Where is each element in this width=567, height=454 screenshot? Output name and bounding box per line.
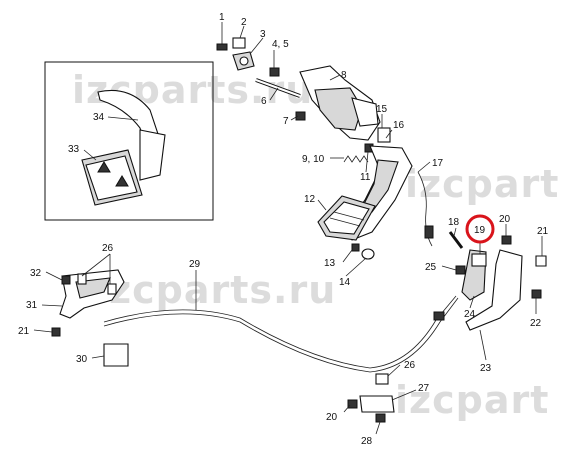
callout-16: 16 [393, 120, 405, 131]
callout-29: 29 [189, 259, 201, 270]
bolt-32 [61, 275, 71, 285]
callout-7: 7 [283, 116, 289, 127]
callout-17: 17 [432, 158, 444, 169]
callout-8: 8 [341, 70, 347, 81]
callout-26-left: 26 [102, 243, 114, 254]
callout-9-10: 9, 10 [302, 154, 325, 165]
bushing-7 [295, 111, 306, 121]
callout-18: 18 [448, 217, 460, 228]
callout-30: 30 [76, 354, 88, 365]
callout-4-5: 4, 5 [272, 39, 289, 50]
clips-26-left [77, 273, 117, 295]
callout-19: 19 [474, 225, 486, 236]
clamp-26-bottom [375, 373, 389, 385]
nut-28 [375, 413, 386, 423]
nut-4-5 [269, 67, 280, 77]
leader-lines [33, 22, 543, 435]
callout-33: 33 [68, 144, 80, 155]
bracket-23 [465, 249, 523, 331]
bolt-1 [216, 30, 228, 51]
callout-1: 1 [219, 12, 225, 23]
callout-21-left: 21 [18, 326, 30, 337]
pedal-pad-12 [317, 195, 376, 241]
pedal-bracket [299, 65, 381, 141]
clip-13-14 [351, 243, 375, 260]
inset-frame [44, 61, 214, 221]
cable-17 [417, 171, 434, 247]
callout-25: 25 [425, 262, 437, 273]
return-spring-9-10 [343, 155, 369, 163]
callout-23: 23 [480, 363, 492, 374]
callout-15: 15 [376, 104, 388, 115]
callout-6: 6 [261, 96, 267, 107]
nut-20-right [501, 235, 512, 245]
callout-31: 31 [26, 300, 38, 311]
callout-28: 28 [361, 436, 373, 447]
inset-pedal-assembly [81, 89, 166, 206]
callout-12: 12 [304, 194, 316, 205]
bolt-25 [455, 265, 466, 275]
callout-13: 13 [324, 258, 336, 269]
nut-21-left [51, 327, 61, 337]
bolt-20-bottom [347, 399, 358, 409]
callout-34: 34 [93, 112, 105, 123]
callout-22: 22 [530, 318, 542, 329]
clip-2 [232, 37, 246, 49]
callout-11: 11 [360, 172, 371, 183]
bushing-3 [232, 51, 255, 71]
callout-26-bottom: 26 [404, 360, 416, 371]
bracket-27 [359, 395, 395, 413]
callout-3: 3 [260, 29, 266, 40]
clip-21-right [535, 255, 547, 267]
nut-22 [531, 289, 542, 299]
lever-19 [471, 253, 487, 267]
callout-labels: 1 2 3 4, 5 6 7 8 9, 10 11 12 13 14 15 16… [18, 12, 549, 447]
highlight-circle [465, 214, 495, 244]
plate-30 [103, 343, 129, 367]
callout-32: 32 [30, 268, 42, 279]
callout-2: 2 [241, 17, 247, 28]
callout-20-bottom: 20 [326, 412, 338, 423]
cable-29 [103, 295, 459, 373]
callout-20-right: 20 [499, 214, 511, 225]
callout-14: 14 [339, 277, 351, 288]
pin-18 [448, 231, 464, 249]
callout-27: 27 [418, 383, 430, 394]
callout-24: 24 [464, 309, 476, 320]
callout-21-right: 21 [537, 226, 549, 237]
